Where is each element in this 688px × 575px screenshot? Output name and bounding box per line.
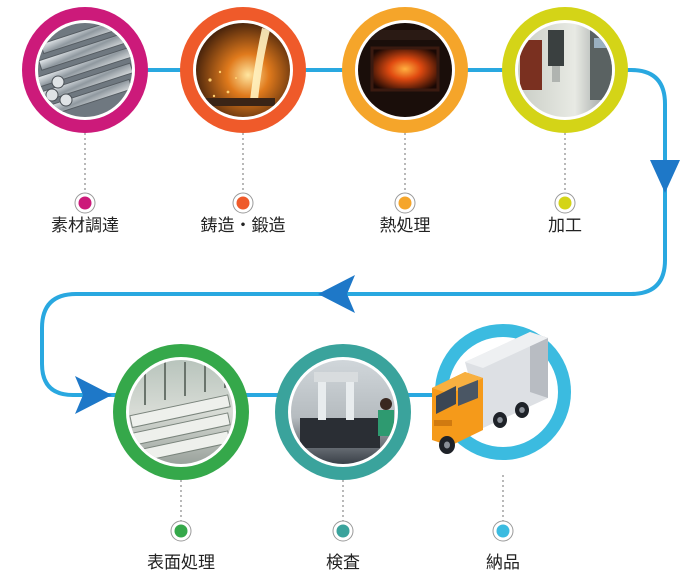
arrow-right-icon (75, 376, 112, 414)
step-surface-node (113, 344, 249, 480)
step-label-inspection: 検査 (326, 553, 360, 573)
step-dot-surface (174, 524, 188, 538)
step-dots (74, 192, 576, 542)
truck-icon (432, 332, 548, 454)
step-dot-inspection (336, 524, 350, 538)
step-inspection-node (275, 344, 411, 480)
step-dot-delivery (496, 524, 510, 538)
step-material-node (22, 7, 148, 133)
furnace-photo (358, 23, 452, 117)
step-label-machining: 加工 (548, 216, 582, 236)
step-label-heat: 熱処理 (379, 216, 431, 236)
steel-bars-photo (38, 23, 132, 117)
step-dot-material (78, 196, 92, 210)
step-label-material: 素材調達 (51, 216, 119, 236)
arrow-left-icon (318, 275, 355, 313)
step-delivery-node (432, 324, 571, 460)
dotted-leaders (84, 133, 566, 525)
step-heat-node (342, 7, 468, 133)
molten-metal-photo (196, 23, 290, 117)
flow-line-top (40, 68, 667, 397)
step-dot-machining (558, 196, 572, 210)
step-label-surface: 表面処理 (147, 553, 215, 573)
step-dot-heat (398, 196, 412, 210)
step-casting-node (180, 7, 306, 133)
plating-line-photo (129, 360, 233, 464)
step-label-casting: 鋳造・鍛造 (200, 216, 286, 236)
step-dot-casting (236, 196, 250, 210)
inspection-photo (291, 360, 395, 464)
step-machining-node (502, 7, 628, 133)
arrow-down-icon (650, 160, 680, 193)
step-label-delivery: 納品 (486, 553, 520, 573)
